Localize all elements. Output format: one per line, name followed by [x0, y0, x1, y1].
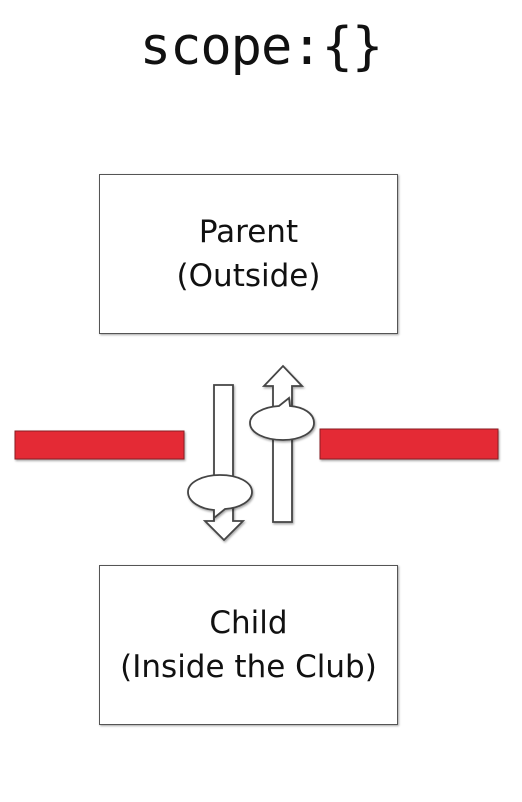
- child-box: Child (Inside the Club): [99, 565, 398, 725]
- child-box-sublabel: (Inside the Club): [120, 649, 377, 685]
- speech-bubble-icon: [249, 396, 315, 441]
- parent-box-label: Parent: [198, 214, 299, 250]
- parent-box: Parent (Outside): [99, 174, 398, 334]
- parent-box-sublabel: (Outside): [176, 258, 321, 294]
- down-arrow-icon: [202, 384, 246, 542]
- up-arrow-icon: [261, 364, 305, 523]
- right-barrier-bar: [319, 428, 499, 460]
- page-title: scope:{}: [139, 17, 383, 77]
- child-box-label: Child: [209, 605, 288, 641]
- left-barrier-bar: [14, 430, 185, 460]
- speech-bubble-icon: [187, 474, 253, 520]
